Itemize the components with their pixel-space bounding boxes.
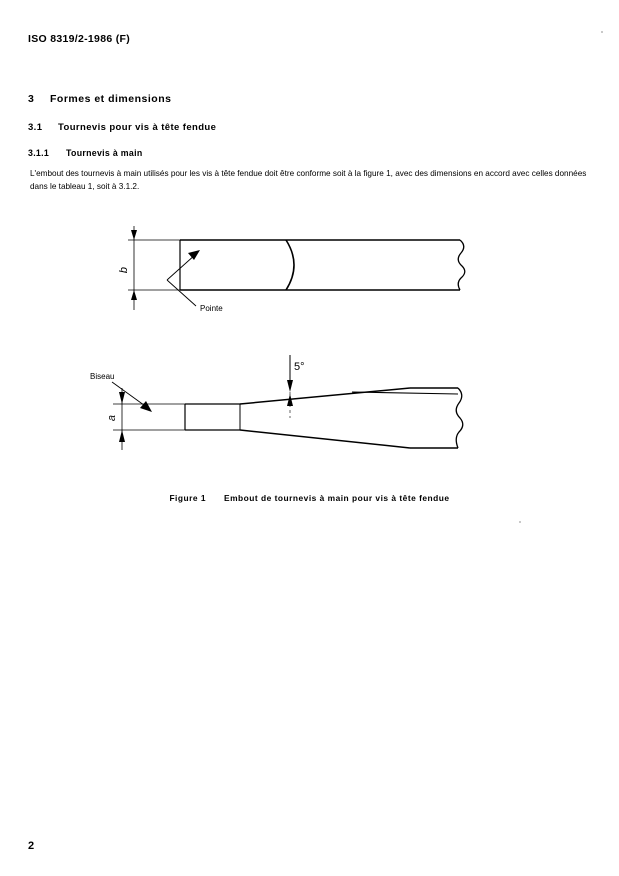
document-header: ISO 8319/2-1986 (F) — [28, 33, 130, 45]
top-view-callout-label: Pointe — [200, 304, 223, 313]
heading-clause-3-title: Formes et dimensions — [50, 93, 172, 105]
side-view-bevel-top — [239, 387, 411, 405]
heading-clause-3-1-title: Tournevis pour vis à tête fendue — [58, 122, 217, 133]
heading-clause-3-1-1-title: Tournevis à main — [66, 148, 143, 158]
heading-clause-3-number: 3 — [28, 93, 35, 105]
angle-annotation-label: 5° — [294, 361, 305, 373]
figure-1-drawings: b Pointe — [0, 222, 619, 472]
side-view-taper-reference — [351, 391, 459, 395]
side-view-callout-label: Biseau — [90, 372, 114, 381]
top-view-blade-arc — [285, 239, 295, 291]
heading-clause-3: 3 Formes et dimensions — [28, 93, 171, 105]
figure-caption-number: Figure 1 — [169, 493, 207, 503]
side-view-group: a Biseau — [90, 355, 464, 450]
side-view-break-line — [455, 387, 464, 449]
side-view-arrow-down — [119, 430, 125, 442]
angle-annotation-arrow-lower — [287, 394, 293, 406]
top-view-callout-leader-lower — [166, 279, 197, 307]
angle-annotation-arrow-upper — [287, 380, 293, 392]
top-view-arrow-up — [131, 230, 137, 240]
top-view-callout-leader-upper — [166, 253, 197, 281]
heading-clause-3-1-1: 3.1.1 Tournevis à main — [28, 148, 143, 158]
top-view-arrow-down — [131, 290, 137, 300]
figure-caption-text: Embout de tournevis à main pour vis à tê… — [224, 493, 450, 503]
heading-clause-3-1-number: 3.1 — [28, 122, 43, 133]
side-view-dimension-label-a: a — [106, 415, 118, 421]
top-view-break-line — [457, 239, 466, 291]
side-view-callout-leader — [111, 381, 149, 409]
body-paragraph: L'embout des tournevis à main utilisés p… — [30, 169, 587, 191]
figure-caption: Figure 1 Embout de tournevis à main pour … — [0, 493, 619, 503]
top-view-group: b Pointe — [118, 226, 466, 313]
top-view-dimension-label-b: b — [118, 267, 130, 273]
side-view-callout-arrowhead — [140, 401, 152, 412]
side-view-bevel-bottom — [239, 429, 411, 449]
scan-speck — [601, 31, 603, 33]
page-number: 2 — [28, 840, 35, 852]
scan-speck — [519, 521, 521, 523]
heading-clause-3-1: 3.1 Tournevis pour vis à tête fendue — [28, 122, 216, 133]
side-view-arrow-up — [119, 392, 125, 404]
top-view-callout-arrowhead — [188, 250, 200, 260]
technical-drawing-svg: b Pointe — [90, 226, 466, 450]
heading-clause-3-1-1-number: 3.1.1 — [28, 148, 50, 158]
